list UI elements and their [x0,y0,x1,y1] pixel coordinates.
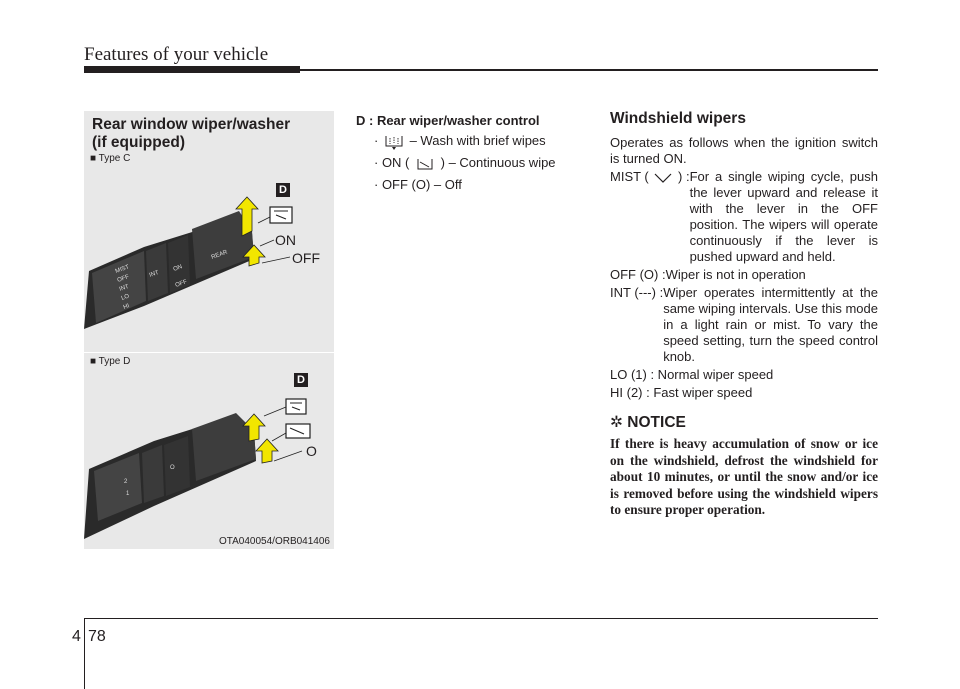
figure-heading: Rear window wiper/washer (if equipped) [92,116,290,152]
figure-divider [84,352,334,353]
svg-text:HI: HI [123,303,131,311]
type-d-label: ■ Type D [90,356,131,367]
d-badge-type-d: D [294,373,308,387]
on-label: ON [275,232,296,248]
rear-control-item-on: · ON ( ) – Continuous wipe [374,155,556,170]
rear-control-item-off: · OFF (O) – Off [374,177,462,192]
svg-text:INT: INT [119,284,130,293]
figure-heading-line1: Rear window wiper/washer [92,116,291,133]
svg-text:1: 1 [126,491,130,497]
figure-code: OTA040054/ORB041406 [218,536,330,547]
windshield-intro: Operates as follows when the ignition sw… [610,135,878,166]
header-rule [300,69,878,71]
chapter-number: 4 [72,628,81,645]
rear-control-section: D : Rear wiper/washer control · – Wash w… [356,111,586,196]
windshield-section: Windshield wipers Operates as follows wh… [610,111,878,519]
svg-text:O: O [170,465,175,471]
windshield-title: Windshield wipers [610,110,746,127]
type-c-label: ■ Type C [90,153,131,164]
mist-description: For a single wiping cycle, push the leve… [689,169,878,264]
header-bar [84,66,300,73]
d-badge-type-c: D [276,183,290,197]
off-description: Wiper is not in operation [665,267,806,282]
notice-text: If there is heavy accumulation of snow o… [610,436,878,517]
svg-text:ON: ON [173,264,184,273]
lo-line: LO (1) : Normal wiper speed [610,367,774,382]
wiper-figure: MIST OFF INT LO HI INT ON OFF REAR ON OF… [84,111,334,549]
washer-icon [385,135,403,150]
int-description: Wiper operates intermittently at the sam… [663,285,878,364]
svg-text:LO: LO [121,293,131,301]
type-c-lever: MIST OFF INT LO HI INT ON OFF REAR [84,196,293,329]
svg-text:2: 2 [124,479,128,485]
footer-divider [84,618,85,689]
footer-rule [84,618,878,619]
type-d-lever: 2 1 O [84,398,311,539]
rear-control-label: D : Rear wiper/washer control [356,113,540,128]
svg-text:OFF: OFF [117,274,131,284]
rear-control-item-wash: · – Wash with brief wipes [374,133,546,150]
page-header-title: Features of your vehicle [84,44,269,65]
notice-title: ✲ NOTICE [610,414,686,431]
svg-text:REAR: REAR [211,249,229,261]
int-row: INT (---) : Wiper operates intermittentl… [610,285,878,364]
o-label: O [306,443,317,459]
mist-row: MIST ( ) : For a single wiping cycle, pu… [610,169,878,264]
off-row: OFF (O) : Wiper is not in operation [610,267,878,283]
svg-text:MIST: MIST [115,264,131,275]
wiper-lever-illustration: MIST OFF INT LO HI INT ON OFF REAR ON OF… [84,196,320,539]
svg-text:OFF: OFF [175,279,189,289]
figure-heading-line2: (if equipped) [92,134,185,151]
svg-text:INT: INT [149,270,160,279]
rear-wiper-icon [417,158,433,170]
off-label: OFF [292,250,320,266]
hi-line: HI (2) : Fast wiper speed [610,385,753,400]
page-number: 78 [88,628,106,645]
mist-icon [654,173,672,183]
